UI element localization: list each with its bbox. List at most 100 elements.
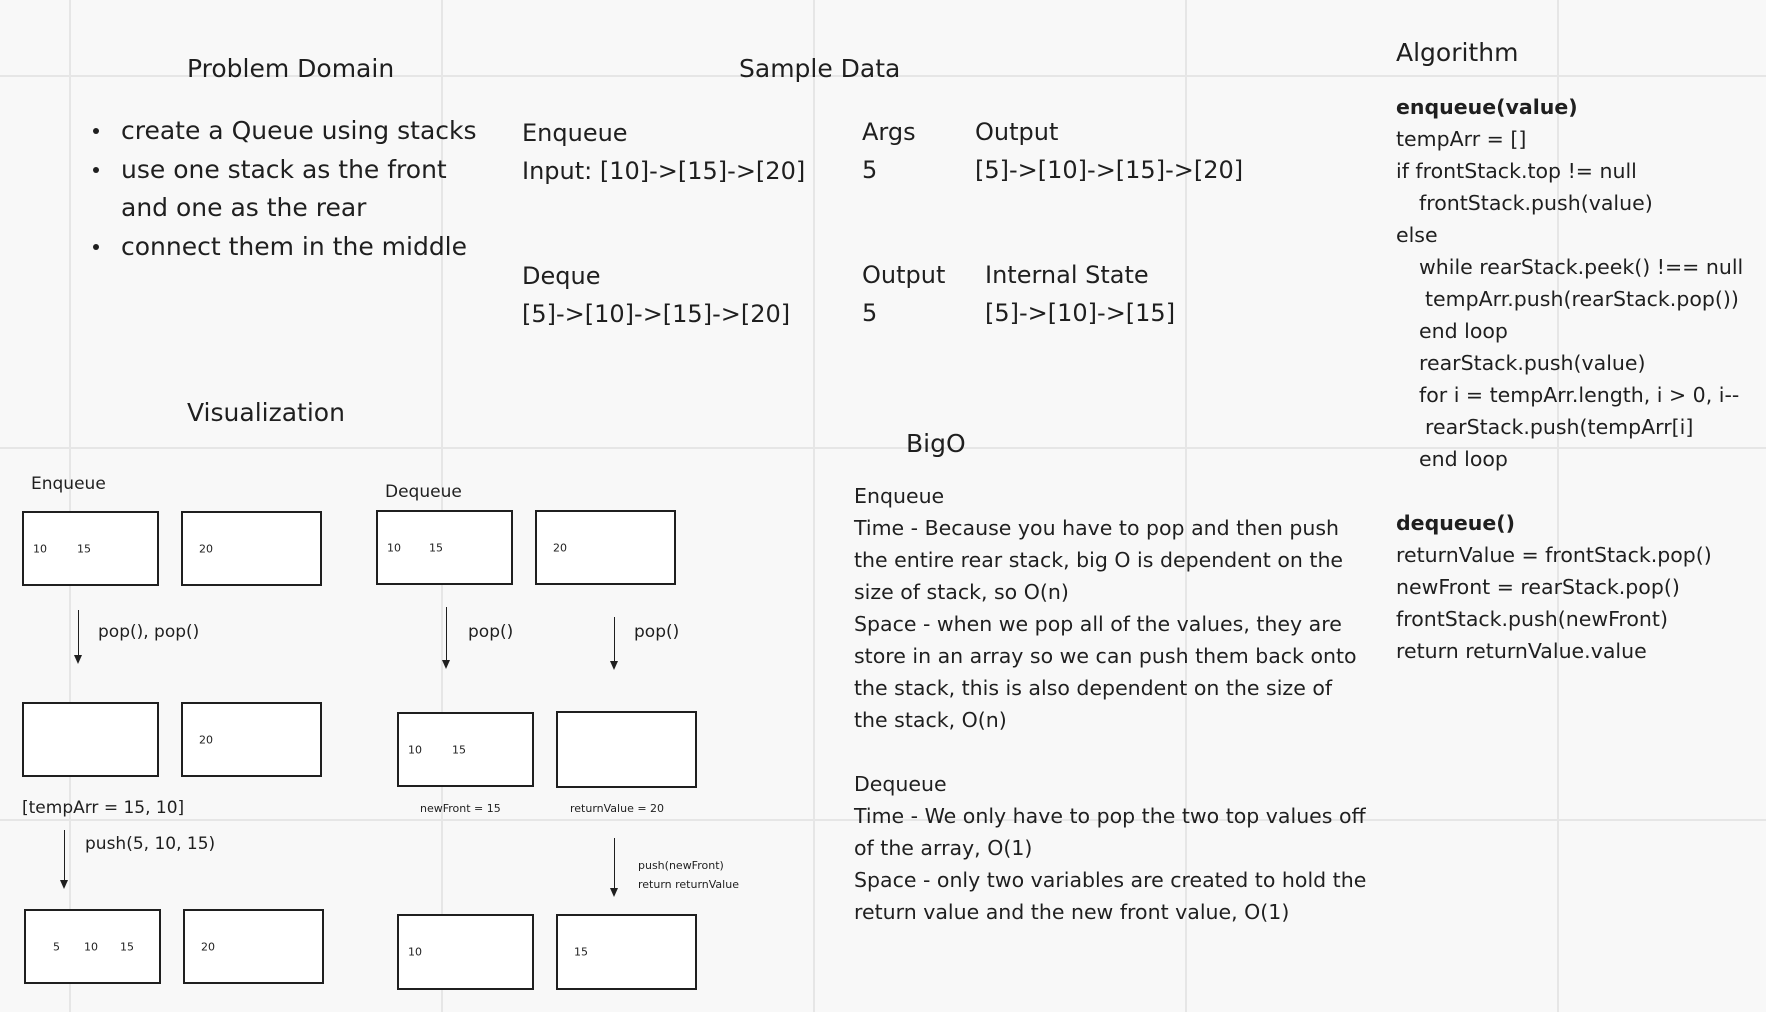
- push-new-front-label: push(newFront): [638, 859, 724, 872]
- code-line: tempArr = []: [1396, 127, 1527, 151]
- stack-value: 10: [408, 743, 422, 756]
- enqueue-pop-label: pop(), pop(): [98, 622, 200, 642]
- bigo-title: BigO: [906, 429, 966, 458]
- dequeue-pop-right-label: pop(): [634, 622, 680, 642]
- code-line: tempArr.push(rearStack.pop()): [1425, 287, 1739, 311]
- bullet-icon: [93, 166, 99, 173]
- temp-arr-label: [tempArr = 15, 10]: [22, 798, 185, 818]
- rear-stack-box: [556, 711, 697, 788]
- code-line: end loop: [1419, 447, 1508, 471]
- rear-stack-box: 15: [556, 914, 697, 990]
- code-line: rearStack.push(tempArr[i]: [1425, 415, 1694, 439]
- stack-value: 20: [199, 542, 213, 555]
- bigo-line: Enqueue: [854, 484, 945, 508]
- front-stack-box: [22, 702, 159, 777]
- deque-output-label: Output: [862, 261, 946, 289]
- rear-stack-box: 20: [181, 511, 322, 586]
- stack-value: 10: [408, 945, 422, 959]
- front-stack-box: 10 15: [397, 712, 534, 787]
- code-line: rearStack.push(value): [1419, 351, 1646, 375]
- bullet-icon: [93, 243, 99, 250]
- bigo-line: of the array, O(1): [854, 836, 1033, 860]
- bullet-icon: [93, 128, 99, 134]
- stack-value: 10: [33, 542, 47, 555]
- deque-input: [5]->[10]->[15]->[20]: [522, 300, 791, 328]
- bigo-line: return value and the new front value, O(…: [854, 900, 1290, 924]
- visualization-title: Visualization: [187, 398, 345, 427]
- stack-value: 10: [387, 541, 401, 554]
- stack-value: 10: [84, 940, 98, 953]
- stack-value: 15: [574, 945, 588, 959]
- return-return-value-label: return returnValue: [638, 878, 739, 891]
- code-line: return returnValue.value: [1396, 639, 1647, 663]
- bigo-line: Time - Because you have to pop and then …: [854, 516, 1340, 540]
- down-arrow-icon: [442, 607, 450, 669]
- code-line: newFront = rearStack.pop(): [1396, 575, 1680, 599]
- sample-data-title: Sample Data: [739, 54, 901, 83]
- bullet-item-continuation: and one as the rear: [121, 193, 367, 222]
- code-line: frontStack.push(newFront): [1396, 607, 1668, 631]
- problem-domain-list: create a Queue using stacks use one stac…: [92, 112, 477, 266]
- enqueue-output-value: [5]->[10]->[15]->[20]: [975, 156, 1244, 184]
- down-arrow-icon: [610, 617, 618, 670]
- enqueue-signature: enqueue(value): [1396, 95, 1578, 119]
- code-line: frontStack.push(value): [1419, 191, 1653, 215]
- bullet-item: create a Queue using stacks: [92, 112, 477, 151]
- stack-value: 15: [452, 743, 466, 756]
- args-label: Args: [862, 118, 916, 146]
- bigo-line: [854, 736, 1366, 768]
- code-line: returnValue = frontStack.pop(): [1396, 543, 1712, 567]
- bullet-item: connect them in the middle: [92, 228, 477, 267]
- rear-stack-box: 20: [183, 909, 324, 984]
- stack-value: 20: [201, 940, 215, 953]
- enqueue-input: Input: [10]->[15]->[20]: [522, 157, 806, 185]
- enqueue-output-label: Output: [975, 118, 1059, 146]
- viz-enqueue-title: Enqueue: [31, 474, 106, 494]
- stack-value: 5: [53, 940, 60, 953]
- deque-output-value: 5: [862, 299, 878, 327]
- front-stack-box: 10 15: [376, 510, 513, 585]
- bullet-item: use one stack as the front: [92, 151, 477, 190]
- stack-value: 15: [120, 940, 134, 953]
- code-line: while rearStack.peek() !== null: [1419, 255, 1744, 279]
- enqueue-label: Enqueue: [522, 119, 628, 147]
- code-line: end loop: [1419, 319, 1508, 343]
- bigo-line: store in an array so we can push them ba…: [854, 644, 1357, 668]
- enqueue-push-label: push(5, 10, 15): [85, 834, 216, 854]
- internal-state-value: [5]->[10]->[15]: [985, 299, 1176, 327]
- bigo-line: Space - when we pop all of the values, t…: [854, 612, 1342, 636]
- rear-stack-box: 20: [181, 702, 322, 777]
- bigo-line: the stack, this is also dependent on the…: [854, 676, 1333, 700]
- stack-value: 20: [199, 733, 213, 746]
- code-line: for i = tempArr.length, i > 0, i--: [1419, 383, 1740, 407]
- code-line: else: [1396, 223, 1438, 247]
- viz-dequeue-title: Dequeue: [385, 482, 462, 502]
- return-value-label: returnValue = 20: [570, 802, 665, 815]
- algorithm-title: Algorithm: [1396, 38, 1519, 67]
- dequeue-signature: dequeue(): [1396, 511, 1515, 535]
- down-arrow-icon: [60, 830, 68, 889]
- code-line: if frontStack.top != null: [1396, 159, 1637, 183]
- internal-state-label: Internal State: [985, 261, 1149, 289]
- new-front-label: newFront = 15: [420, 802, 501, 815]
- bigo-line: the stack, O(n): [854, 708, 1007, 732]
- down-arrow-icon: [610, 838, 618, 897]
- stack-value: 20: [553, 541, 567, 554]
- problem-domain-title: Problem Domain: [187, 54, 395, 83]
- bigo-line: size of stack, so O(n): [854, 580, 1069, 604]
- rear-stack-box: 20: [535, 510, 676, 585]
- dequeue-pop-left-label: pop(): [468, 622, 514, 642]
- stack-value: 15: [429, 541, 443, 554]
- front-stack-box: 10 15: [22, 511, 159, 586]
- bigo-line: the entire rear stack, big O is dependen…: [854, 548, 1344, 572]
- bigo-line: Space - only two variables are created t…: [854, 868, 1367, 892]
- args-value: 5: [862, 156, 878, 184]
- bigo-line: Dequeue: [854, 772, 947, 796]
- bigo-text: Enqueue Time - Because you have to pop a…: [854, 480, 1366, 928]
- algorithm-code: enqueue(value) tempArr = [] if frontStac…: [1396, 91, 1743, 667]
- stack-value: 15: [77, 542, 91, 555]
- front-stack-box: 5 10 15: [24, 909, 161, 984]
- deque-label: Deque: [522, 262, 601, 290]
- down-arrow-icon: [74, 610, 82, 664]
